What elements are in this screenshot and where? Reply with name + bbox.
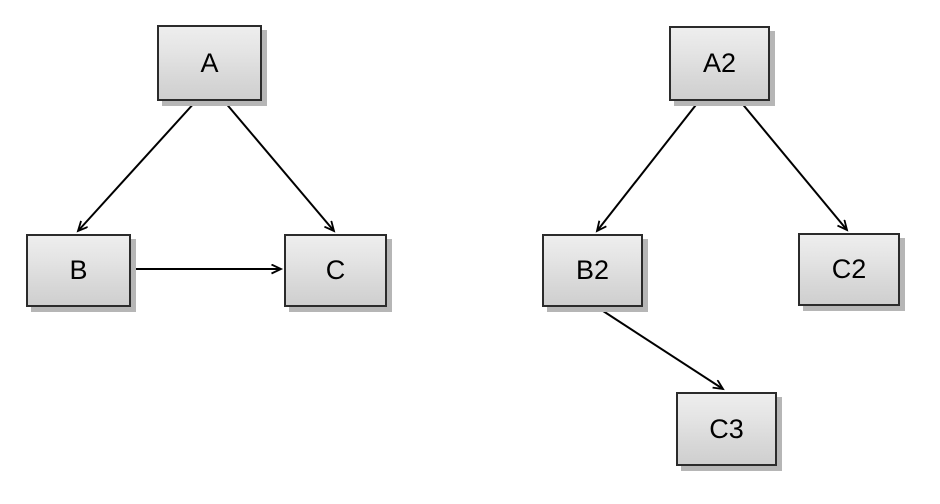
edge-a-to-b[interactable]	[78, 100, 197, 231]
node-c2[interactable]: C2	[798, 233, 900, 306]
edges-group	[78, 100, 847, 389]
node-label-c3: C3	[709, 413, 744, 444]
edge-a-to-c[interactable]	[223, 100, 334, 231]
edge-a2-to-b2[interactable]	[597, 100, 700, 231]
node-c[interactable]: C	[284, 234, 387, 307]
node-label-a2: A2	[702, 48, 737, 78]
node-a[interactable]: A	[157, 25, 262, 101]
node-b2[interactable]: B2	[542, 234, 643, 307]
node-label-b2: B2	[575, 255, 610, 285]
edge-a2-to-c2[interactable]	[739, 100, 847, 230]
edge-b2-to-c3[interactable]	[599, 308, 723, 389]
node-a2[interactable]: A2	[669, 26, 770, 101]
node-label-a: A	[200, 47, 219, 78]
node-label-c2: C2	[831, 254, 867, 284]
node-label-c: C	[325, 255, 346, 285]
node-c3[interactable]: C3	[676, 392, 777, 466]
node-label-b: B	[69, 255, 88, 285]
node-b[interactable]: B	[26, 234, 131, 307]
